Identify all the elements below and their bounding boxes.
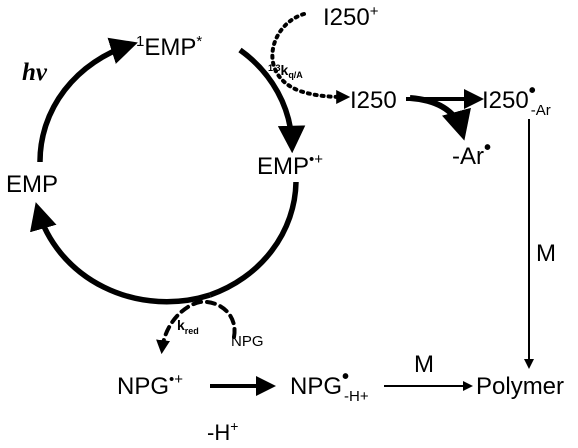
cycle-arc-excitation — [37, 37, 138, 163]
quenching-dotted-arrow — [270, 12, 351, 104]
ground-state-label: EMP — [6, 171, 58, 198]
npg-radical-label: NPG•-H+ — [290, 366, 369, 405]
light-hv-label: hv — [22, 59, 48, 86]
cycle-arc-electron-transfer — [238, 47, 306, 154]
npg-radical-cation-label: NPG•+ — [117, 371, 183, 400]
aryl-radical-label: -Ar• — [452, 137, 491, 170]
monomer-label-right: M — [536, 240, 556, 267]
polymer-product-label: Polymer — [476, 373, 564, 400]
quenching-rate-constant: 1,3kq/A — [268, 62, 303, 80]
initiator-radical-label: I250•-Ar — [482, 80, 551, 119]
deprotonation-label: -H+ — [207, 418, 238, 445]
cycle-arc-regeneration — [30, 202, 211, 305]
cycle-arc-to-reduction — [209, 181, 299, 298]
initiator-cation-label: I250+ — [323, 3, 379, 31]
aryl-release-curved-arrow — [409, 95, 471, 141]
radical-cation-label: EMP•+ — [257, 151, 323, 180]
excited-state-label: 1EMP* — [136, 33, 202, 61]
npg-donor-label: NPG — [231, 333, 264, 350]
monomer-label-bottom: M — [414, 351, 434, 378]
initiator-label: I250 — [350, 87, 397, 114]
reduction-dashed-arrow — [156, 299, 237, 355]
reduction-rate-constant: kred — [177, 317, 199, 336]
